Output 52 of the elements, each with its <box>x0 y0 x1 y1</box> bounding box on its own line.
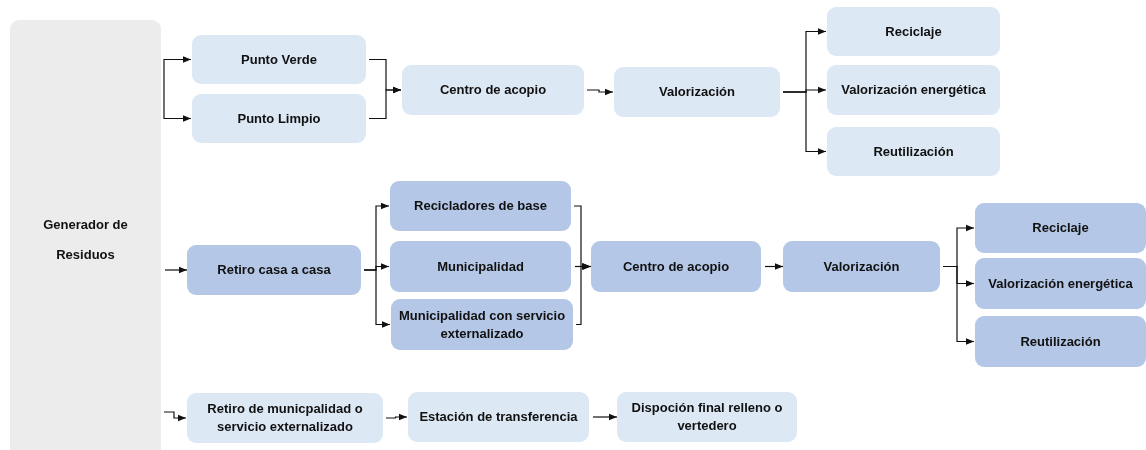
arrow <box>368 86 402 120</box>
box-label: Generador de Residuos <box>42 216 129 264</box>
process-box <box>827 127 1000 176</box>
process-box <box>390 181 571 231</box>
process-box <box>975 258 1146 309</box>
arrow <box>363 269 391 328</box>
box-label: Retiro de municpalidad o servicio externalizado <box>206 400 364 436</box>
box-label: Punto Verde <box>241 50 317 69</box>
box-label: Centro de acopio <box>439 81 547 99</box>
box-label: Valorización <box>659 83 735 101</box>
process-box <box>192 35 366 84</box>
process-box <box>391 299 573 350</box>
arrow <box>163 85 192 122</box>
box-label: Estación de transferencia <box>419 408 578 426</box>
arrow <box>764 263 784 270</box>
box-label: Reutilización <box>1020 332 1101 351</box>
arrow <box>163 411 187 422</box>
box-label: Municipalidad <box>437 257 524 276</box>
box-label: Valorización energética <box>841 81 986 99</box>
process-box <box>827 65 1000 115</box>
process-box <box>192 94 366 143</box>
process-box <box>408 392 589 442</box>
process-box <box>614 67 780 117</box>
arrow <box>586 88 614 96</box>
arrow <box>163 56 192 87</box>
box-label: Valorización <box>823 257 900 276</box>
box-label: Retiro casa a casa <box>217 261 331 279</box>
process-box <box>827 7 1000 56</box>
arrow <box>592 413 618 421</box>
box-label: Municipalidad con servicio externalizado <box>397 306 567 343</box>
box-label: Centro de acopio <box>622 257 730 276</box>
process-box <box>187 393 383 443</box>
box-label: Recicladores de base <box>414 197 547 215</box>
process-box <box>975 316 1146 367</box>
process-box <box>783 241 940 292</box>
box-label: Punto Limpio <box>237 109 321 128</box>
process-box <box>402 65 584 115</box>
box-label: Reutilización <box>873 142 954 161</box>
box-label: Valorización energética <box>988 274 1133 293</box>
process-box <box>975 203 1146 253</box>
arrow <box>385 413 408 421</box>
arrow <box>575 263 591 326</box>
process-box <box>390 241 571 292</box>
arrow <box>782 91 827 155</box>
box-label: Dispoción final relleno o vertedero <box>630 399 784 435</box>
process-box <box>617 392 797 442</box>
arrow <box>942 265 975 345</box>
process-box <box>187 245 361 295</box>
process-box <box>591 241 761 292</box>
box-label: Reciclaje <box>885 22 942 41</box>
arrow <box>164 266 188 274</box>
box-label: Reciclaje <box>1032 219 1089 237</box>
